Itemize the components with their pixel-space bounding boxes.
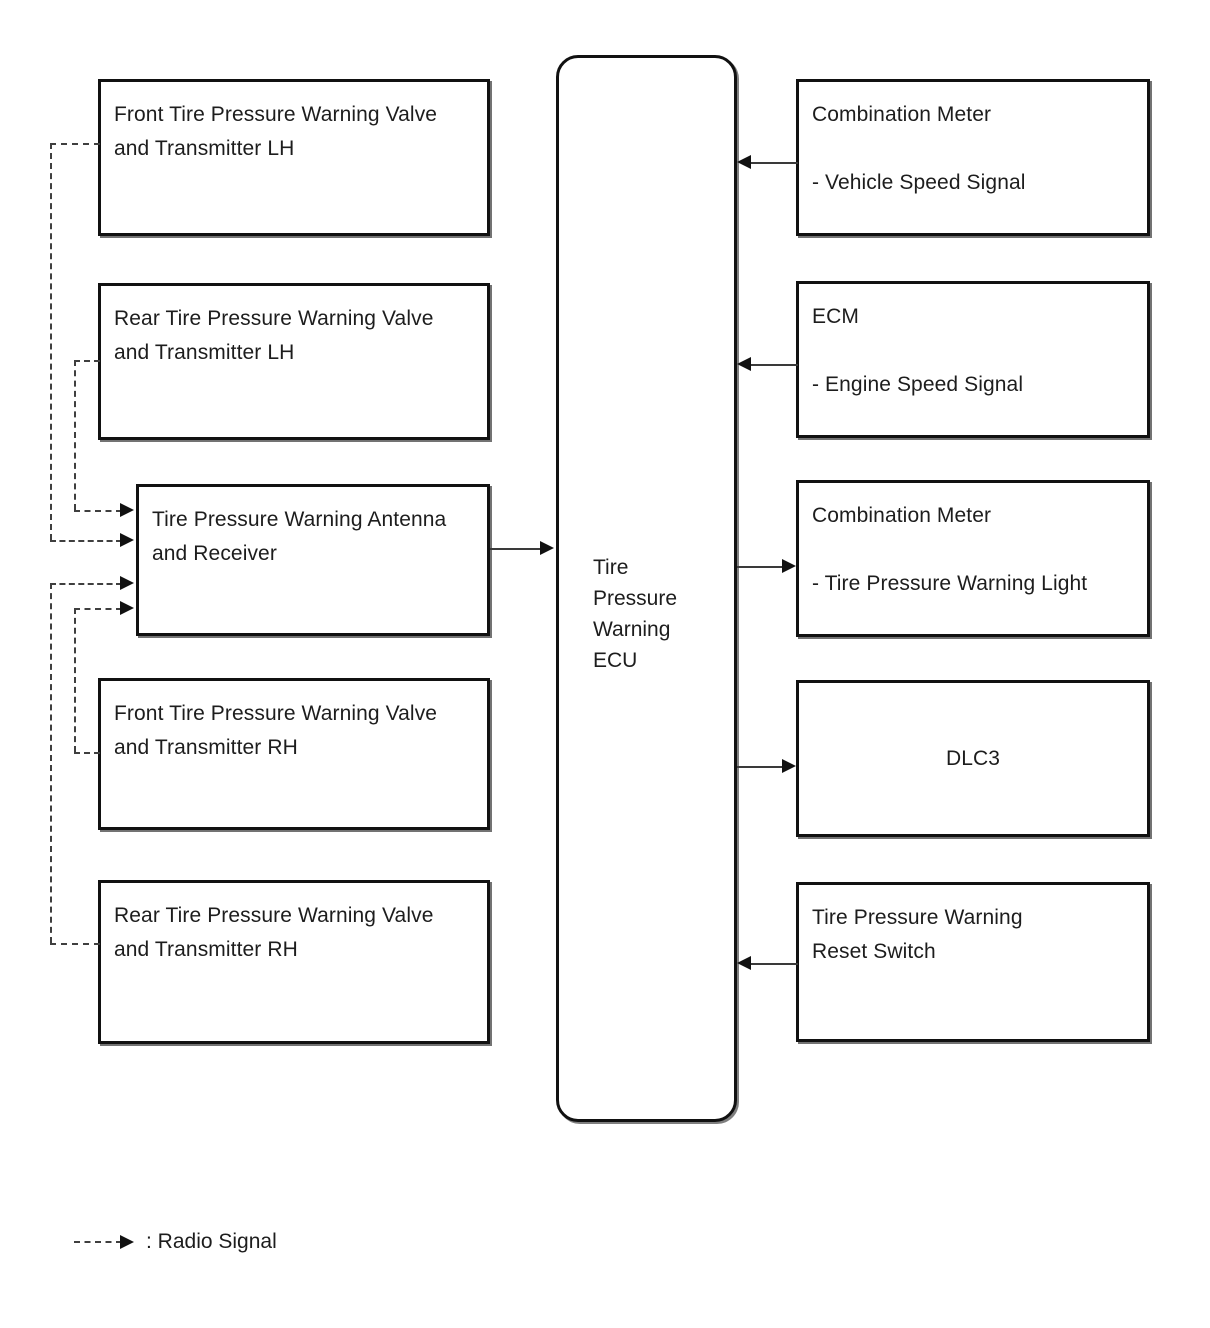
arrow-ecm-to-ecu xyxy=(737,357,751,371)
node-ecm-engine-speed-label: ECM - Engine Speed Signal xyxy=(812,305,1024,396)
legend-dashed-arrow-icon xyxy=(74,1234,138,1249)
legend-dash-line xyxy=(74,1240,122,1243)
node-front-tire-valve-lh[interactable]: Front Tire Pressure Warning Valve and Tr… xyxy=(98,79,490,236)
radio-route-front-lh-h2 xyxy=(50,540,122,542)
radio-route-front-lh-v xyxy=(50,143,52,540)
arrow-ecu-to-combination-meter-light xyxy=(782,559,796,573)
link-ecm-to-ecu xyxy=(751,364,798,366)
node-tire-pressure-warning-ecu-label: Tire Pressure Warning ECU xyxy=(593,556,678,672)
link-ecu-to-dlc3 xyxy=(737,766,784,768)
node-rear-tire-valve-lh[interactable]: Rear Tire Pressure Warning Valve and Tra… xyxy=(98,283,490,440)
radio-route-rear-rh-h1 xyxy=(50,943,100,945)
arrow-reset-switch-to-ecu xyxy=(737,956,751,970)
radio-arrow-antenna-input-1 xyxy=(120,503,134,517)
node-ecm-engine-speed[interactable]: ECM - Engine Speed Signal xyxy=(796,281,1150,438)
radio-route-rear-rh-v xyxy=(50,583,52,943)
node-front-tire-valve-rh[interactable]: Front Tire Pressure Warning Valve and Tr… xyxy=(98,678,490,830)
radio-route-rear-lh-h1 xyxy=(74,360,100,362)
node-antenna-receiver-label: Tire Pressure Warning Antenna and Receiv… xyxy=(152,508,447,565)
radio-arrow-antenna-input-3 xyxy=(120,576,134,590)
legend-arrow-head-icon xyxy=(120,1234,134,1249)
radio-route-rear-lh-h2 xyxy=(74,510,122,512)
node-combination-meter-vehicle-speed[interactable]: Combination Meter - Vehicle Speed Signal xyxy=(796,79,1150,236)
link-ecu-to-combination-meter-light xyxy=(737,566,784,568)
legend-radio-signal-label: : Radio Signal xyxy=(146,1230,277,1253)
radio-route-front-lh-h1 xyxy=(50,143,100,145)
node-front-tire-valve-rh-label: Front Tire Pressure Warning Valve and Tr… xyxy=(114,702,438,759)
node-reset-switch-label: Tire Pressure Warning Reset Switch xyxy=(812,906,1023,963)
arrow-ecu-to-dlc3 xyxy=(782,759,796,773)
node-dlc3[interactable]: DLC3 xyxy=(796,680,1150,837)
arrow-combination-meter-speed-to-ecu xyxy=(737,155,751,169)
link-antenna-to-ecu xyxy=(490,548,542,550)
radio-route-front-rh-h1 xyxy=(74,752,100,754)
node-rear-tire-valve-rh[interactable]: Rear Tire Pressure Warning Valve and Tra… xyxy=(98,880,490,1044)
radio-arrow-antenna-input-4 xyxy=(120,601,134,615)
legend-radio-signal: : Radio Signal xyxy=(74,1231,277,1252)
radio-route-rear-lh-v xyxy=(74,360,76,510)
radio-route-front-rh-h2 xyxy=(74,608,122,610)
node-dlc3-label: DLC3 xyxy=(945,746,1001,770)
node-rear-tire-valve-rh-label: Rear Tire Pressure Warning Valve and Tra… xyxy=(114,904,434,961)
node-combination-meter-warning-light-label: Combination Meter - Tire Pressure Warnin… xyxy=(812,504,1088,595)
node-combination-meter-vehicle-speed-label: Combination Meter - Vehicle Speed Signal xyxy=(812,103,1026,194)
node-antenna-receiver[interactable]: Tire Pressure Warning Antenna and Receiv… xyxy=(136,484,490,636)
node-tire-pressure-warning-ecu[interactable]: Tire Pressure Warning ECU xyxy=(556,55,737,1122)
radio-route-front-rh-v xyxy=(74,608,76,752)
radio-arrow-antenna-input-2 xyxy=(120,533,134,547)
node-combination-meter-warning-light[interactable]: Combination Meter - Tire Pressure Warnin… xyxy=(796,480,1150,637)
node-rear-tire-valve-lh-label: Rear Tire Pressure Warning Valve and Tra… xyxy=(114,307,434,364)
link-combination-meter-speed-to-ecu xyxy=(751,162,798,164)
node-reset-switch[interactable]: Tire Pressure Warning Reset Switch xyxy=(796,882,1150,1042)
node-front-tire-valve-lh-label: Front Tire Pressure Warning Valve and Tr… xyxy=(114,103,438,160)
radio-route-rear-rh-h2 xyxy=(50,583,122,585)
link-reset-switch-to-ecu xyxy=(751,963,798,965)
arrow-antenna-to-ecu xyxy=(540,541,554,555)
